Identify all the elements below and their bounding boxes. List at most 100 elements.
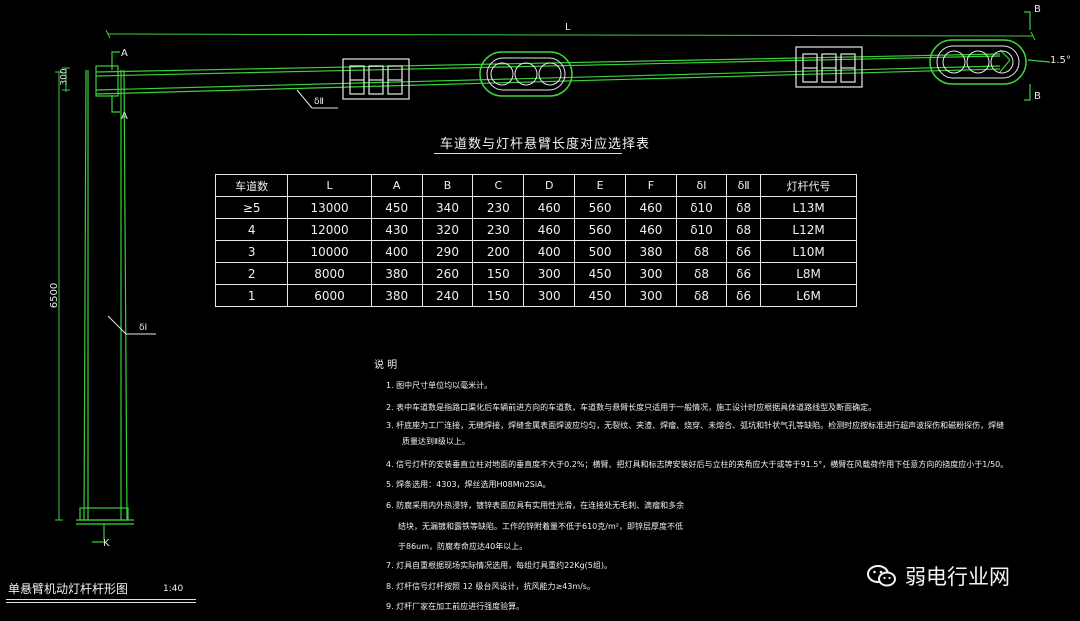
table-row: 3 10000 400 290 200 400 500 380 δ8 δ6 L1… <box>214 240 857 263</box>
note-item: 5. 焊条选用：4303，焊丝选用H08Mn2SiA。 <box>386 480 551 489</box>
watermark-text: 弱电行业网 <box>905 565 1010 589</box>
countdown-display-left <box>342 58 410 100</box>
dimension-label-height: 6500 <box>49 282 61 309</box>
table-cell: 380 <box>370 262 423 285</box>
section-k: K <box>103 538 110 549</box>
table-cell: δ10 <box>675 196 728 219</box>
cantilever-arm <box>95 49 1051 95</box>
section-a-top: A <box>121 48 128 59</box>
table-cell: 4 <box>214 218 289 241</box>
table-cell: δ6 <box>726 284 762 307</box>
note-item: 4. 信号灯杆的安装垂直立柱对地面的垂直度不大于0.2%；横臂、把灯具和标志牌安… <box>386 460 1009 469</box>
table-cell: 500 <box>574 240 627 263</box>
table-row: 4 12000 430 320 230 460 560 460 δ10 δ8 L… <box>214 218 857 241</box>
table-cell: 13000 <box>287 196 372 219</box>
table-row: 2 8000 380 260 150 300 450 300 δ8 δ6 L8M <box>214 262 857 285</box>
table-cell: 460 <box>625 218 677 241</box>
table-cell: δ8 <box>675 284 728 307</box>
table-header: C <box>472 174 525 197</box>
table-cell: 290 <box>421 240 474 263</box>
table-cell: 300 <box>523 284 576 307</box>
vertical-pole <box>76 65 134 543</box>
dimension-label-top: 300 <box>59 68 70 86</box>
table-header: L <box>287 174 372 197</box>
table-cell: 12000 <box>287 218 372 241</box>
table-cell: L10M <box>760 240 857 263</box>
table-cell: 8000 <box>287 262 372 285</box>
table-cell: 400 <box>523 240 576 263</box>
table-cell: 380 <box>625 240 677 263</box>
dimension-height <box>55 67 70 521</box>
note-item: 6. 防腐采用内外热浸锌，镀锌表面应具有实用性光滑，在连接处无毛刺、滴瘤和多余 <box>386 501 685 510</box>
table-cell: L13M <box>760 196 857 219</box>
angle-label: 1.5° <box>1050 55 1071 66</box>
section-b-top: B <box>1034 4 1041 15</box>
notes-block: 说 明 <box>374 360 397 380</box>
section-a-bottom: A <box>121 111 128 122</box>
table-header: E <box>574 174 627 197</box>
table-row: ≥5 13000 450 340 230 460 560 460 δ10 δ8 … <box>214 196 857 219</box>
table-cell: ≥5 <box>214 196 289 219</box>
title-underline <box>6 599 196 600</box>
leader-lines <box>107 89 338 335</box>
section-b-bottom: B <box>1034 91 1041 102</box>
table-cell: 450 <box>370 196 423 219</box>
table-header: D <box>523 174 576 197</box>
table-cell: 300 <box>625 262 677 285</box>
title-underline-2 <box>6 602 196 603</box>
note-item: 结块，无漏镀和露铁等缺陷。工作的锌附着量不低于610克/m²，即锌层厚度不低 <box>398 522 683 531</box>
notes-heading: 说 明 <box>374 360 398 371</box>
pole-thickness-label: δⅠ <box>139 323 148 333</box>
table-title: 车道数与灯杆悬臂长度对应选择表 <box>440 137 651 152</box>
table-cell: 560 <box>574 218 627 241</box>
table-cell: δ8 <box>675 262 728 285</box>
countdown-display-right <box>795 46 863 88</box>
note-item: 于86um，防腐寿命应达40年以上。 <box>398 542 528 551</box>
table-cell: 260 <box>421 262 474 285</box>
table-header: A <box>370 174 423 197</box>
table-cell: 300 <box>625 284 677 307</box>
table-cell: 460 <box>523 218 576 241</box>
table-cell: 2 <box>214 262 289 285</box>
wechat-icon <box>867 565 896 587</box>
table-cell: 230 <box>472 196 525 219</box>
table-header: δⅠ <box>675 174 728 197</box>
table-cell: 10000 <box>287 240 372 263</box>
table-header: F <box>625 174 677 197</box>
dimension-label-L: L <box>565 22 571 33</box>
table-cell: δ8 <box>675 240 728 263</box>
table-cell: δ8 <box>726 196 762 219</box>
table-title-underline <box>434 153 622 154</box>
note-item: 质量达到Ⅱ级以上。 <box>402 437 470 446</box>
table-cell: 6000 <box>287 284 372 307</box>
traffic-signal-left <box>479 51 573 97</box>
table-cell: 320 <box>421 218 474 241</box>
table-cell: 450 <box>574 262 627 285</box>
table-cell: 3 <box>214 240 289 263</box>
table-cell: L8M <box>760 262 857 285</box>
table-cell: 340 <box>421 196 474 219</box>
table-cell: δ8 <box>726 218 762 241</box>
table-cell: 460 <box>523 196 576 219</box>
watermark: 弱电行业网 <box>867 561 1010 591</box>
table-cell: 300 <box>523 262 576 285</box>
note-item: 3. 杆底座为工厂连接，无缝焊接，焊缝金属表面焊波应均匀，无裂纹、夹渣、焊瘤、烧… <box>386 421 1005 430</box>
table-header-row: 车道数 L A B C D E F δⅠ δⅡ 灯杆代号 <box>214 174 857 197</box>
table-header: 车道数 <box>214 174 289 197</box>
table-header: δⅡ <box>726 174 762 197</box>
table-cell: 400 <box>370 240 423 263</box>
drawing-title: 单悬臂机动灯杆杆形图 <box>8 582 129 596</box>
note-item: 7. 灯具自重根据现场实际情况选用，每组灯具重约22Kg(5组)。 <box>386 561 613 570</box>
table-cell: L6M <box>760 284 857 307</box>
table-cell: 150 <box>472 284 525 307</box>
table-cell: L12M <box>760 218 857 241</box>
table-cell: 430 <box>370 218 423 241</box>
table-cell: δ6 <box>726 240 762 263</box>
table-cell: 460 <box>625 196 677 219</box>
table-header: 灯杆代号 <box>760 174 857 197</box>
table-cell: 230 <box>472 218 525 241</box>
section-mark-b <box>1024 11 1031 101</box>
traffic-signal-right <box>929 39 1027 85</box>
table-row: 1 6000 380 240 150 300 450 300 δ8 δ6 L6M <box>214 284 857 307</box>
